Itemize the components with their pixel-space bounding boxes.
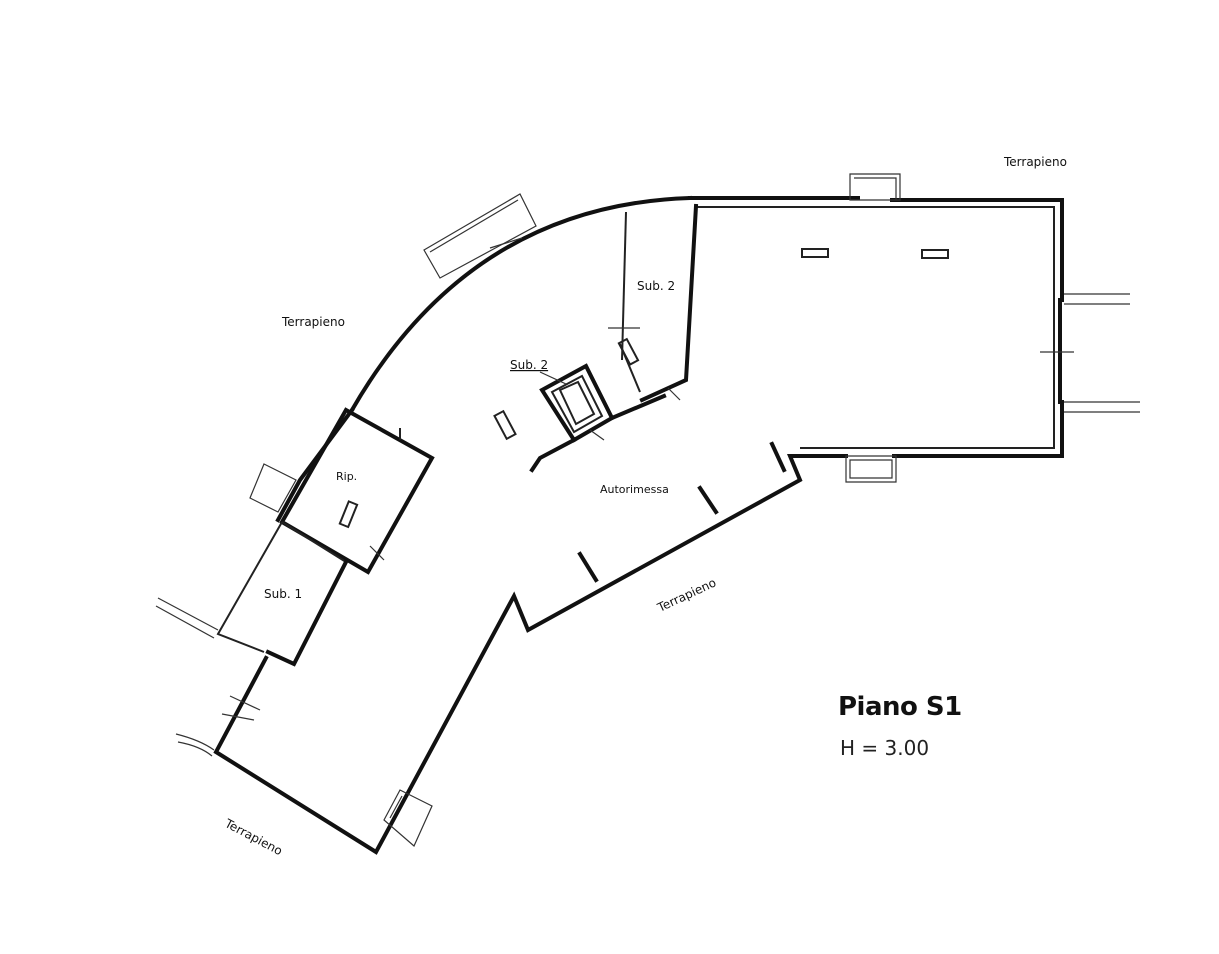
label-rip: Rip. (336, 470, 357, 483)
terrace-lines (155, 293, 1140, 757)
label-sub2-inner: Sub. 2 (510, 358, 548, 372)
bay-windows (249, 173, 901, 847)
label-sub2-upper: Sub. 2 (637, 279, 675, 293)
label-sub2-leader (539, 371, 567, 385)
pillars (338, 248, 949, 529)
label-terrapieno-bottom-left: Terrapieno (222, 816, 285, 858)
door-marks (221, 327, 1074, 721)
label-terrapieno-top-right: Terrapieno (1003, 155, 1067, 169)
plan-height: H = 3.00 (840, 736, 930, 760)
label-sub1: Sub. 1 (264, 587, 302, 601)
label-terrapieno-left: Terrapieno (281, 315, 345, 329)
plan-title: Piano S1 (838, 692, 962, 722)
outer-walls (213, 195, 1064, 855)
label-terrapieno-bottom-mid: Terrapieno (654, 575, 718, 615)
label-autorimessa: Autorimessa (600, 483, 669, 496)
